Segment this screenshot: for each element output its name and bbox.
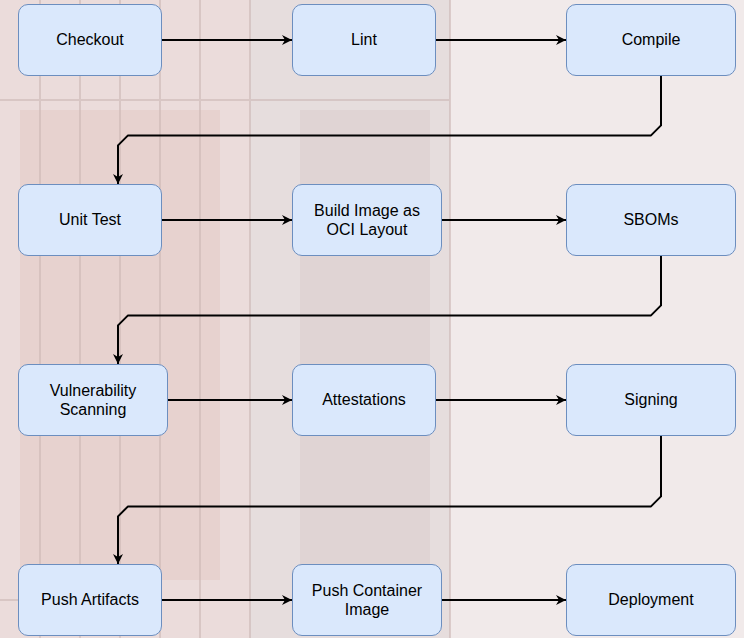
step-label: Vulnerability Scanning (19, 377, 167, 423)
process-box: Checkout (18, 4, 162, 76)
step-label: Push Artifacts (33, 586, 147, 613)
process-box: Push Container Image (292, 564, 442, 636)
process-box: Signing (566, 364, 736, 436)
flow-arrow (162, 219, 292, 221)
step-label: Checkout (48, 26, 132, 53)
step-label: Push Container Image (293, 577, 441, 623)
flow-arrow (118, 256, 661, 364)
step-label: Lint (343, 26, 385, 53)
step-label: Signing (616, 386, 685, 413)
step-label: Deployment (600, 586, 701, 613)
step-label: Build Image as OCI Layout (293, 197, 441, 243)
process-box: Lint (292, 4, 436, 76)
step-label: Attestations (314, 386, 414, 413)
step-label: SBOMs (615, 206, 686, 233)
step-label: Unit Test (51, 206, 129, 233)
flow-arrow (436, 39, 566, 41)
flow-arrow (118, 436, 661, 564)
process-box: Build Image as OCI Layout (292, 184, 442, 256)
flow-arrow (436, 399, 566, 401)
flow-arrow (162, 39, 292, 41)
process-box: Unit Test (18, 184, 162, 256)
flow-arrow (118, 76, 661, 184)
step-label: Compile (614, 26, 689, 53)
process-box: Push Artifacts (18, 564, 162, 636)
process-box: Compile (566, 4, 736, 76)
process-box: SBOMs (566, 184, 736, 256)
flow-arrow (442, 219, 566, 221)
process-box: Vulnerability Scanning (18, 364, 168, 436)
process-box: Attestations (292, 364, 436, 436)
flow-arrow (162, 599, 292, 601)
process-box: Deployment (566, 564, 736, 636)
flow-arrow (442, 599, 566, 601)
flow-arrow (168, 399, 292, 401)
